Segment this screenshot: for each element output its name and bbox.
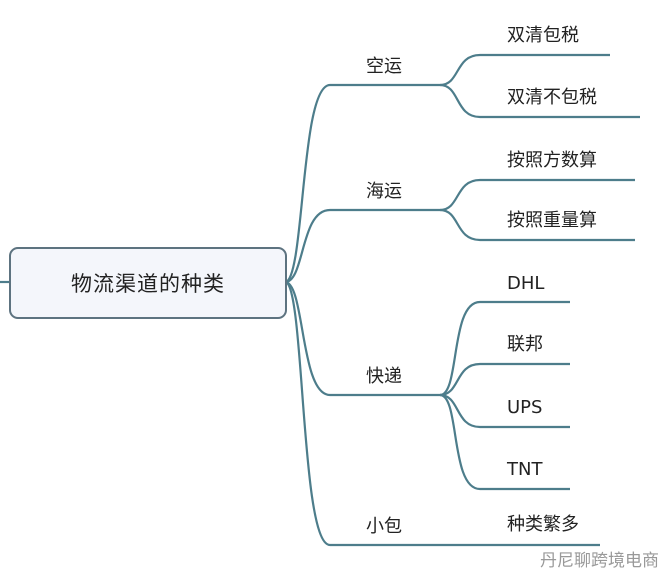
leaf-tnt: TNT (507, 459, 543, 480)
connector-tnt (439, 393, 570, 491)
connector-kongyun (284, 83, 440, 284)
leaf-fangshu: 按照方数算 (507, 150, 597, 171)
connector-lianbang (439, 362, 570, 397)
connector-shuangqing-baoshui (439, 53, 610, 87)
connector-haiyun (284, 208, 440, 284)
leaf-ups: UPS (507, 397, 543, 418)
root-node: 物流渠道的种类 (9, 247, 287, 319)
connector-ups (439, 393, 570, 429)
branch-kuaidi: 快递 (366, 366, 402, 387)
branch-kongyun: 空运 (366, 56, 402, 77)
connector-zhongliang (439, 208, 635, 242)
branch-haiyun: 海运 (366, 181, 402, 202)
connector-kuaidi (284, 280, 440, 397)
connector-dhl (439, 300, 570, 397)
leaf-shuangqing-baoshui: 双清包税 (507, 25, 579, 46)
leaf-zhonglei-fanduo: 种类繁多 (507, 514, 579, 535)
leaf-lianbang: 联邦 (507, 334, 543, 355)
connector-fangshu (439, 178, 635, 212)
leaf-shuangqing-bubaoshui: 双清不包税 (507, 87, 597, 108)
connector-shuangqing-bubaoshui (439, 83, 640, 119)
root-label: 物流渠道的种类 (71, 272, 225, 296)
branch-xiaobao: 小包 (366, 516, 402, 537)
leaf-zhongliang: 按照重量算 (507, 210, 597, 231)
watermark: 丹尼聊跨境电商 (540, 551, 659, 571)
leaf-dhl: DHL (507, 273, 545, 294)
connector-xiaobao (284, 280, 600, 547)
